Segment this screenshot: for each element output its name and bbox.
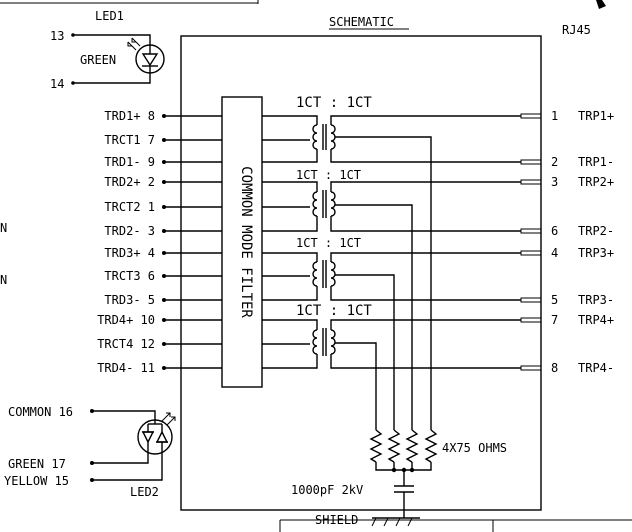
rj45-pin-terminals <box>520 113 542 371</box>
schematic-outline <box>180 35 542 511</box>
ratio-label-2: 1CT : 1CT <box>296 168 361 182</box>
led2-symbol <box>90 409 176 482</box>
transformer-3 <box>262 252 521 301</box>
rj45-pin-name-6: TRP2- <box>578 224 614 238</box>
led1-color: GREEN <box>80 53 116 67</box>
rj45-pin-num-5: 5 <box>551 293 558 307</box>
led2-yellow-label: YELLOW 15 <box>4 474 69 488</box>
top-right-mark <box>596 0 606 9</box>
rj45-pin-num-3: 3 <box>551 175 558 189</box>
transformer-2 <box>262 181 521 232</box>
led1-pin-bottom: 14 <box>50 77 64 91</box>
schematic-title: SCHEMATIC <box>329 15 394 29</box>
common-mode-filter-box <box>221 96 263 388</box>
transformer-4 <box>262 319 521 369</box>
pin-label-trd4n: TRD4- 11 <box>97 361 155 375</box>
rj45-pin-num-2: 2 <box>551 155 558 169</box>
rj45-pin-name-2: TRP1- <box>578 155 614 169</box>
left-pin-leads <box>162 114 222 370</box>
common-mode-filter-label: COMMON MODE FILTER <box>238 166 254 318</box>
pin-label-trct1: TRCT1 7 <box>104 133 155 147</box>
pin-label-trd2n: TRD2- 3 <box>104 224 155 238</box>
left-pin-labels: TRD1+ 8 TRCT1 7 TRD1- 9 TRD2+ 2 TRCT2 1 … <box>97 109 155 375</box>
led1-pin-top: 13 <box>50 29 64 43</box>
shield-ground-symbol <box>371 517 420 527</box>
led1-symbol <box>71 33 165 85</box>
rj45-pin-num-8: 8 <box>551 361 558 375</box>
led2-common-label: COMMON 16 <box>8 405 73 419</box>
left-edge-fragment-1: N <box>0 221 7 235</box>
rj45-pin-num-6: 6 <box>551 224 558 238</box>
rj45-pin-num-7: 7 <box>551 313 558 327</box>
rj45-pin-num-1: 1 <box>551 109 558 123</box>
led2-green-label: GREEN 17 <box>8 457 66 471</box>
pin-label-trct2: TRCT2 1 <box>104 200 155 214</box>
left-edge-fragment-2: N <box>0 273 7 287</box>
ratio-label-4: 1CT : 1CT <box>296 303 372 319</box>
rj45-pin-name-3: TRP2+ <box>578 175 614 189</box>
ratio-label-3: 1CT : 1CT <box>296 236 361 250</box>
led2-name: LED2 <box>130 485 159 499</box>
pin-label-trd1p: TRD1+ 8 <box>104 109 155 123</box>
led1-name: LED1 <box>95 9 124 23</box>
pin-label-trd2p: TRD2+ 2 <box>104 175 155 189</box>
pin-label-trd1n: TRD1- 9 <box>104 155 155 169</box>
pin-label-trd4p: TRD4+ 10 <box>97 313 155 327</box>
center-tap-leads <box>375 162 432 430</box>
capacitor-label: 1000pF 2kV <box>291 483 363 497</box>
pin-label-trd3p: TRD3+ 4 <box>104 246 155 260</box>
rj45-pin-name-8: TRP4- <box>578 361 614 375</box>
resistor-label: 4X75 OHMS <box>442 441 507 455</box>
pin-label-trd3n: TRD3- 5 <box>104 293 155 307</box>
transformer-1 <box>262 115 521 163</box>
pin-label-trct4: TRCT4 12 <box>97 337 155 351</box>
rj45-pin-labels: 1 TRP1+ 2 TRP1- 3 TRP2+ 6 TRP2- 4 TRP3+ … <box>551 109 614 375</box>
capacitor <box>394 470 414 518</box>
connector-label: RJ45 <box>562 23 591 37</box>
ratio-label-1: 1CT : 1CT <box>296 95 372 111</box>
termination-resistors <box>369 429 438 473</box>
rj45-pin-name-1: TRP1+ <box>578 109 614 123</box>
pin-label-trct3: TRCT3 6 <box>104 269 155 283</box>
rj45-pin-name-4: TRP3+ <box>578 246 614 260</box>
rj45-pin-name-7: TRP4+ <box>578 313 614 327</box>
rj45-pin-name-5: TRP3- <box>578 293 614 307</box>
rj45-pin-num-4: 4 <box>551 246 558 260</box>
